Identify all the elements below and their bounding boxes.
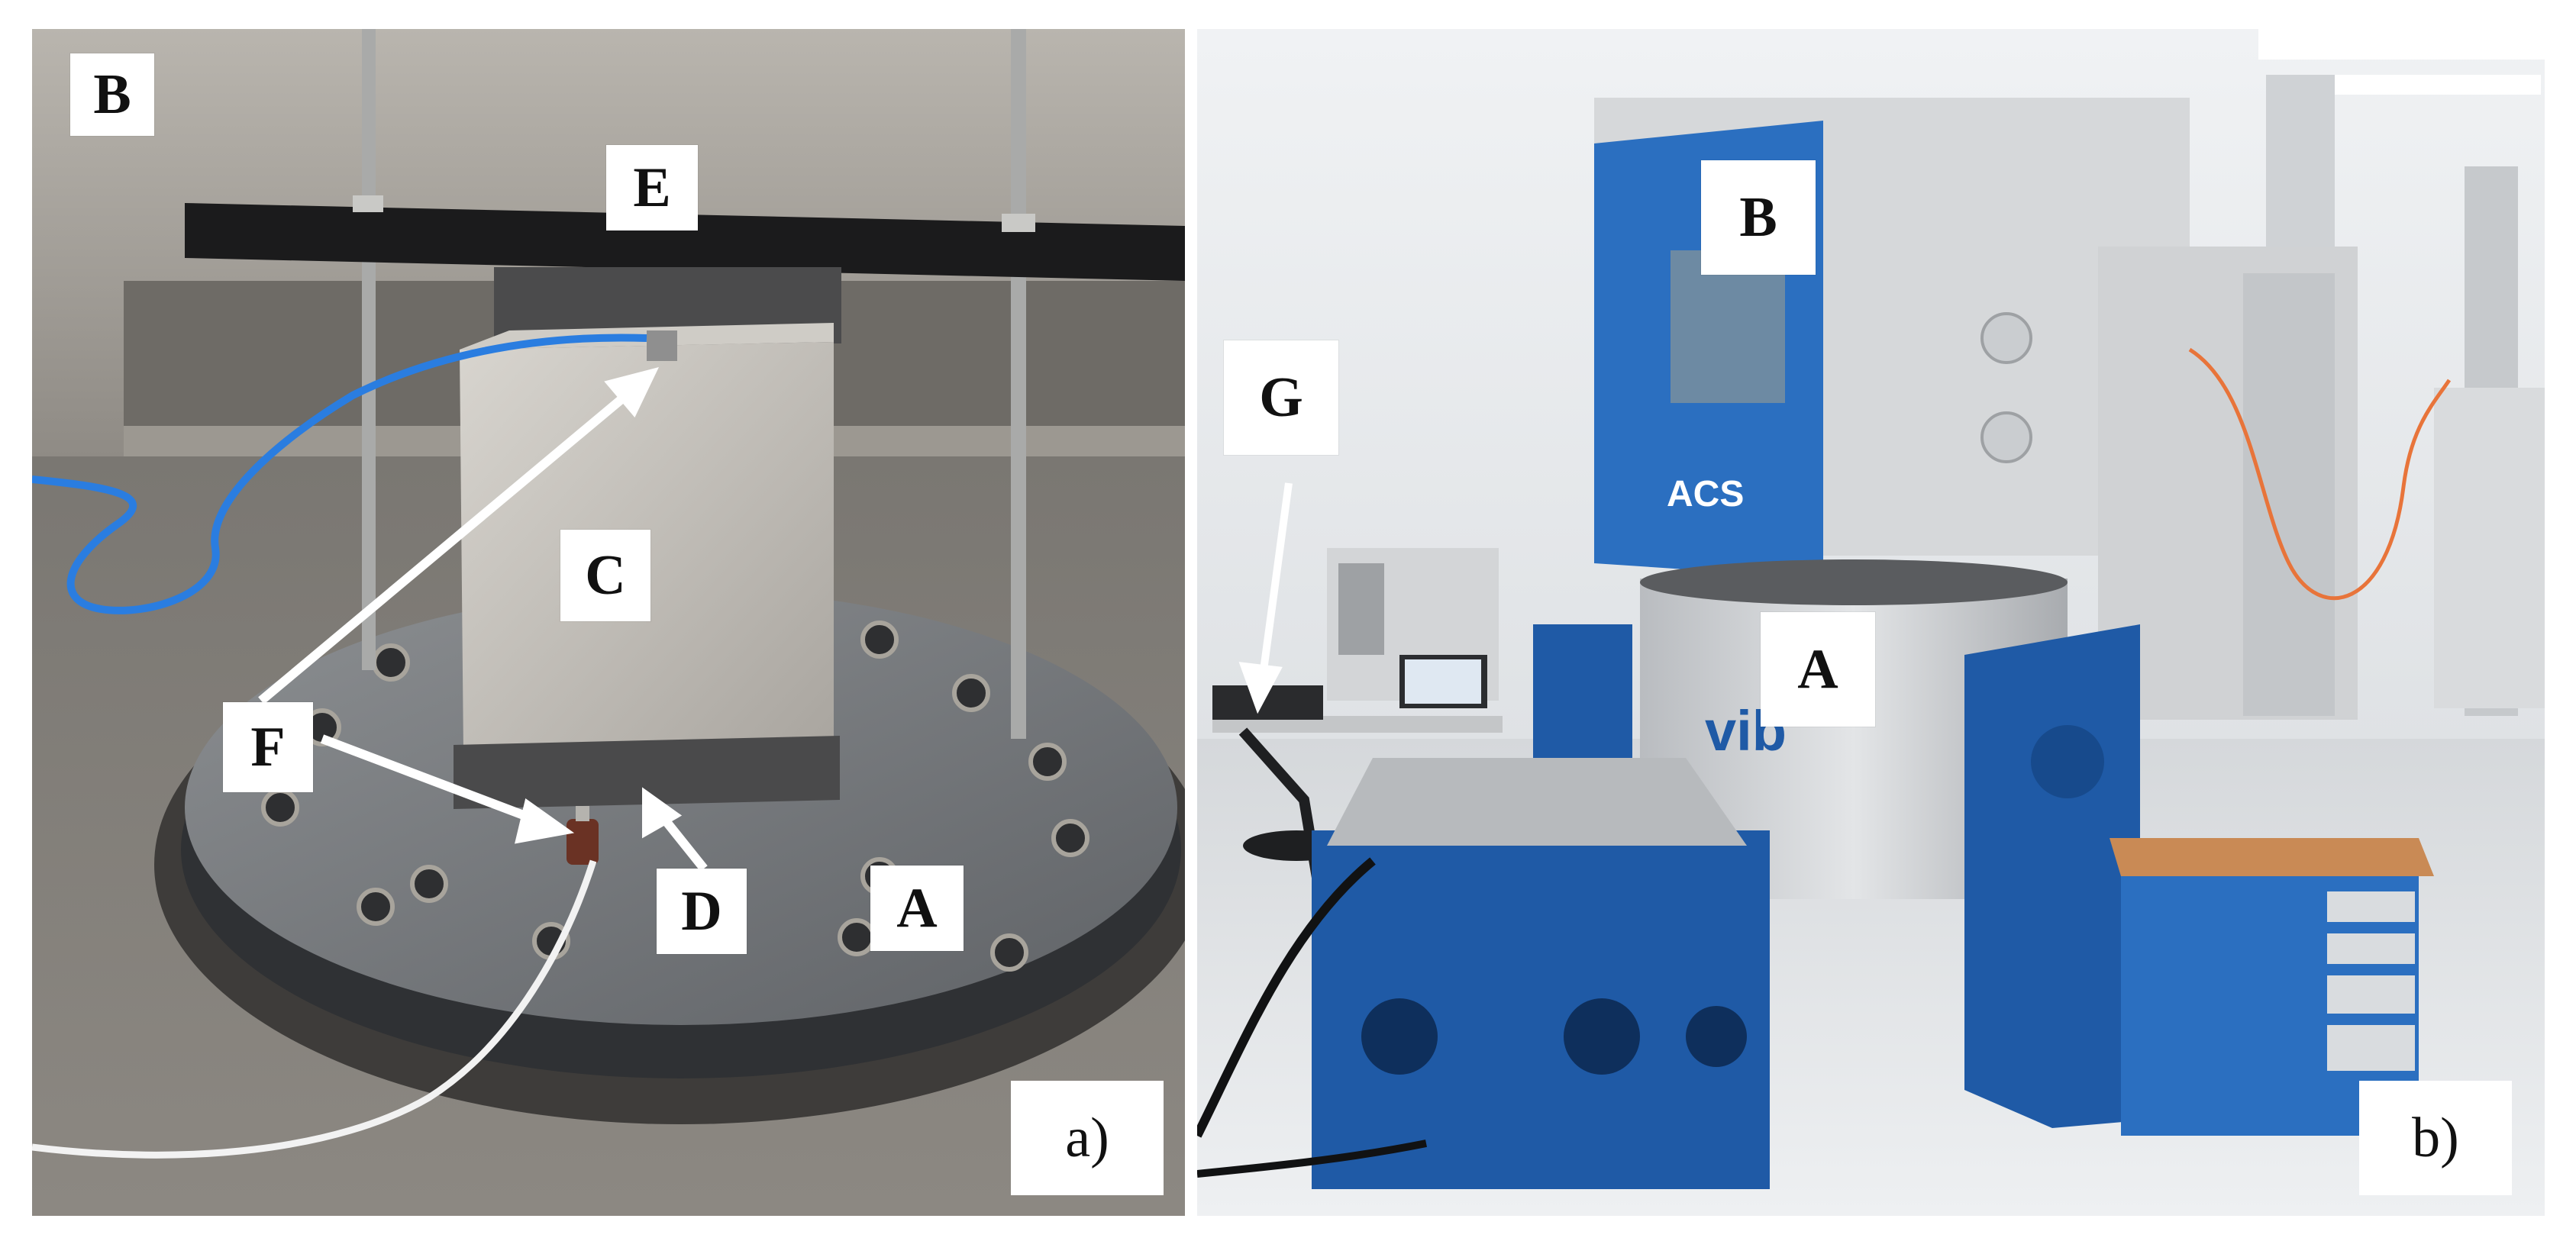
- label-a-b: B: [70, 53, 154, 136]
- trunnion-frame: [1964, 624, 2140, 1128]
- label-a-e: E: [606, 145, 698, 230]
- arrow-f-bottom: [320, 734, 575, 844]
- photo-panel-b: ACS vib B G A: [1197, 29, 2545, 1216]
- table-accelerometer: [567, 819, 599, 865]
- chamber-window: [1671, 250, 1785, 403]
- top-accelerometer: [647, 330, 677, 361]
- black-cable: [1197, 857, 1376, 1138]
- label-a-c: C: [560, 530, 650, 621]
- white-sensor-cable: [32, 859, 597, 1159]
- label-b-a: A: [1761, 612, 1875, 727]
- arrow-f-top: [258, 366, 659, 704]
- arrow-g: [1238, 482, 1293, 714]
- label-b-b: B: [1701, 160, 1816, 275]
- threaded-rod-right: [1011, 29, 1026, 739]
- blue-sensor-cable: [32, 334, 647, 614]
- label-b-g: G: [1224, 340, 1338, 455]
- photo-panel-a: B E C F D A a): [32, 29, 1185, 1216]
- label-a-f: F: [223, 702, 313, 792]
- label-a-d: D: [657, 869, 747, 954]
- background-cabinet: [2434, 388, 2545, 708]
- caption-a: a): [1011, 1081, 1164, 1195]
- orange-cable: [2188, 347, 2452, 601]
- bottom-rubber-pad: [454, 736, 840, 809]
- cabinet-wood-top: [2110, 838, 2434, 876]
- threaded-rod-left: [362, 29, 376, 670]
- label-a-a: A: [870, 866, 964, 951]
- slip-table-plate: [1327, 758, 1747, 846]
- operator-desk: [1212, 716, 1503, 733]
- caption-b: b): [2359, 1081, 2512, 1195]
- chamber-brand-text: ACS: [1667, 474, 1744, 514]
- ceiling-lights: [2258, 29, 2545, 95]
- panel-b-photo: ACS vib: [1197, 29, 2545, 1216]
- arrow-d: [642, 787, 708, 872]
- clamping-beam: [185, 203, 1185, 281]
